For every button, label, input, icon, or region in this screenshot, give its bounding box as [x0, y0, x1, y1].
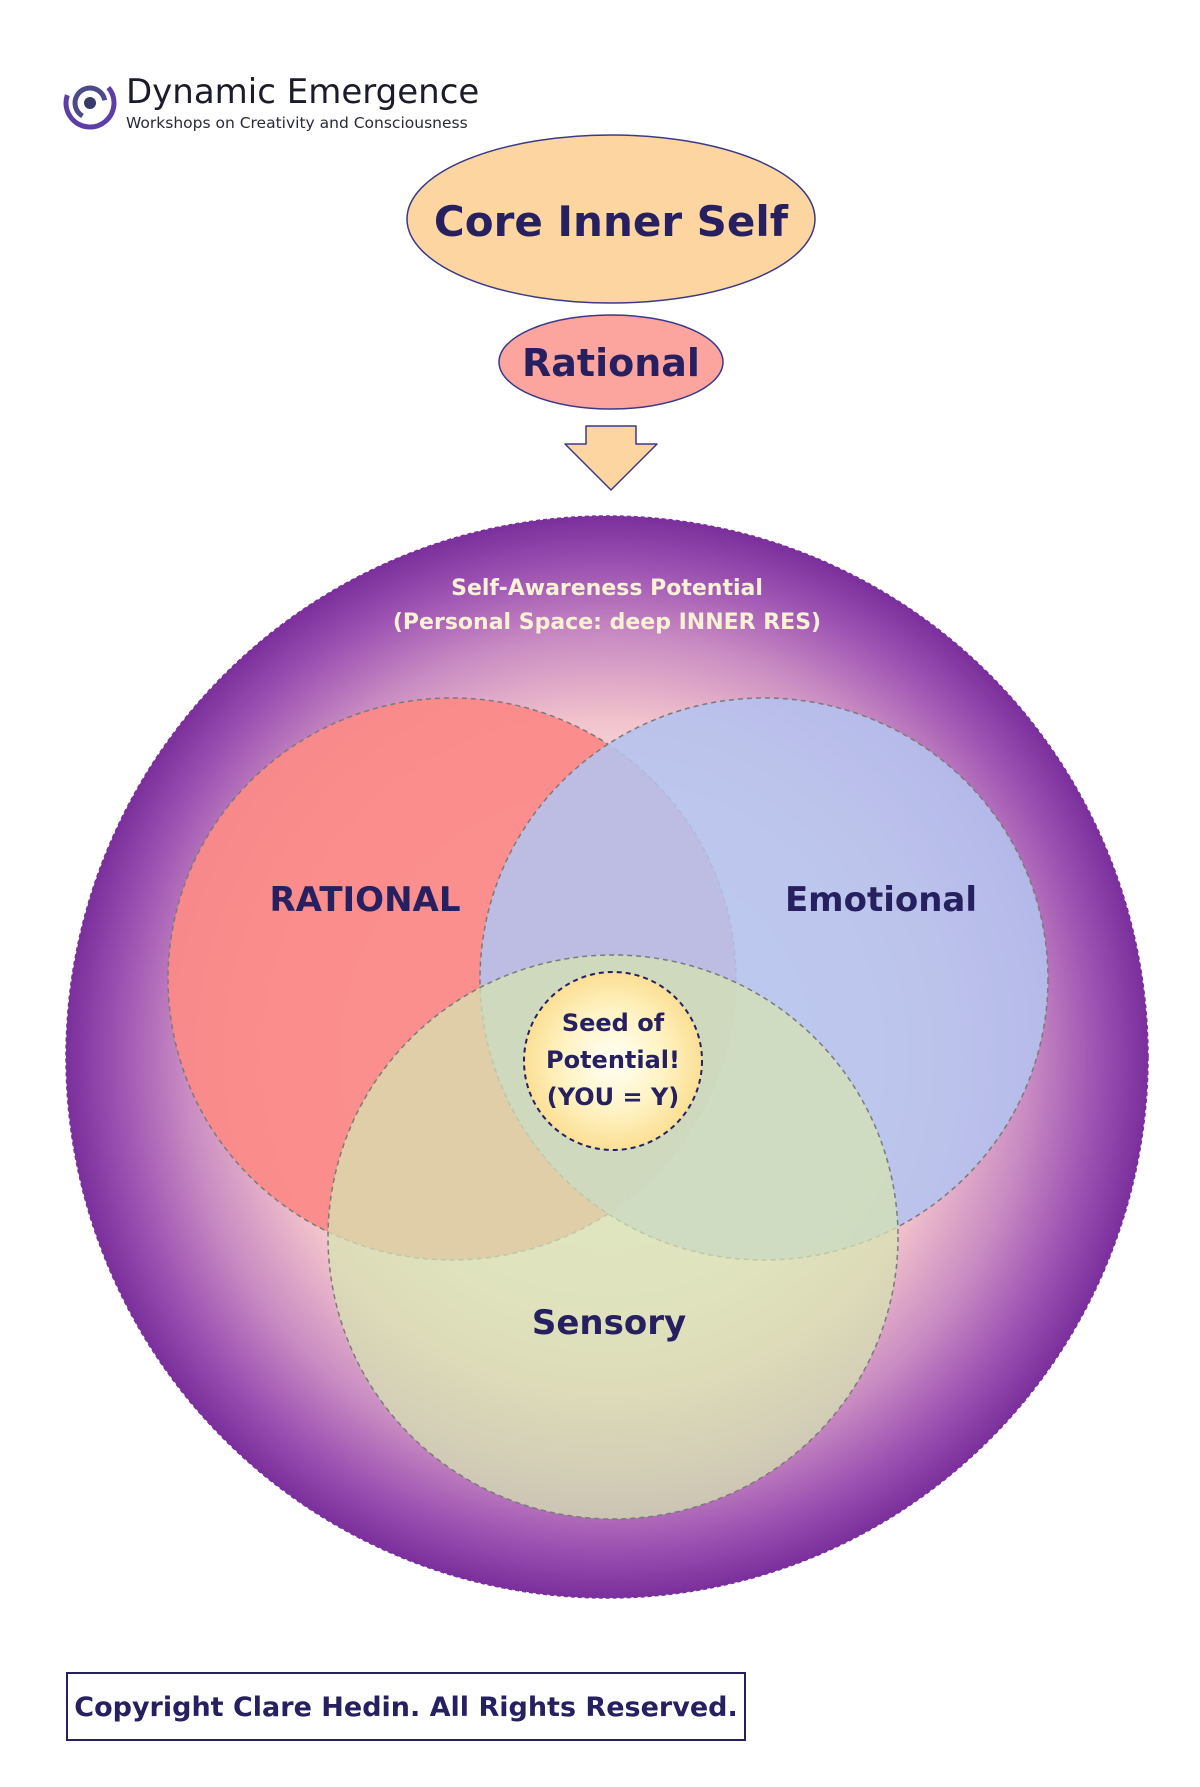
- core-inner-self-label: Core Inner Self: [434, 197, 789, 246]
- copyright-text: Copyright Clare Hedin. All Rights Reserv…: [74, 1692, 737, 1723]
- seed-of-potential-circle: [523, 971, 703, 1151]
- seed-label-line3: (YOU = Y): [547, 1083, 680, 1111]
- outer-circle-label-line2: (Personal Space: deep INNER RES): [393, 610, 821, 635]
- seed-label-line1: Seed of: [562, 1009, 665, 1037]
- brand-logo: Dynamic Emergence Workshops on Creativit…: [63, 72, 479, 132]
- brand-name: Dynamic Emergence: [126, 72, 479, 112]
- rational-node: Rational: [498, 314, 724, 410]
- venn-emotional-label: Emotional: [785, 880, 977, 920]
- brand-tagline: Workshops on Creativity and Consciousnes…: [126, 114, 468, 132]
- copyright-box: Copyright Clare Hedin. All Rights Reserv…: [66, 1672, 746, 1741]
- sensory-venn-circle: [327, 954, 899, 1520]
- rational-node-label: Rational: [522, 341, 700, 385]
- swirl-logo-icon: [63, 76, 117, 130]
- seed-label-line2: Potential!: [546, 1046, 680, 1074]
- venn-rational-label: RATIONAL: [269, 880, 460, 920]
- outer-circle-label-line1: Self-Awareness Potential: [451, 576, 763, 601]
- down-arrow-icon: [564, 425, 658, 491]
- core-inner-self-node: Core Inner Self: [406, 134, 816, 304]
- venn-sensory-label: Sensory: [532, 1303, 686, 1343]
